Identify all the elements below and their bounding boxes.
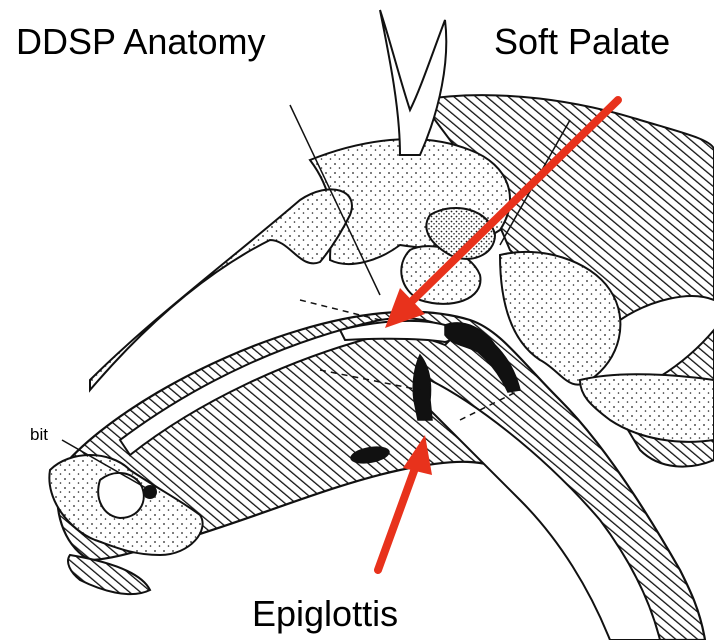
- vertebra-lower: [580, 374, 714, 442]
- diagram-title: DDSP Anatomy: [16, 22, 265, 62]
- bit-label: bit: [30, 426, 48, 444]
- soft-palate-label: Soft Palate: [494, 22, 670, 62]
- guide-line-1: [300, 300, 380, 320]
- lower-lip: [68, 555, 150, 594]
- ear: [380, 10, 446, 155]
- epiglottis-arrow-shaft: [378, 460, 418, 570]
- incisor-region: [98, 473, 144, 518]
- epiglottis-label: Epiglottis: [252, 594, 398, 634]
